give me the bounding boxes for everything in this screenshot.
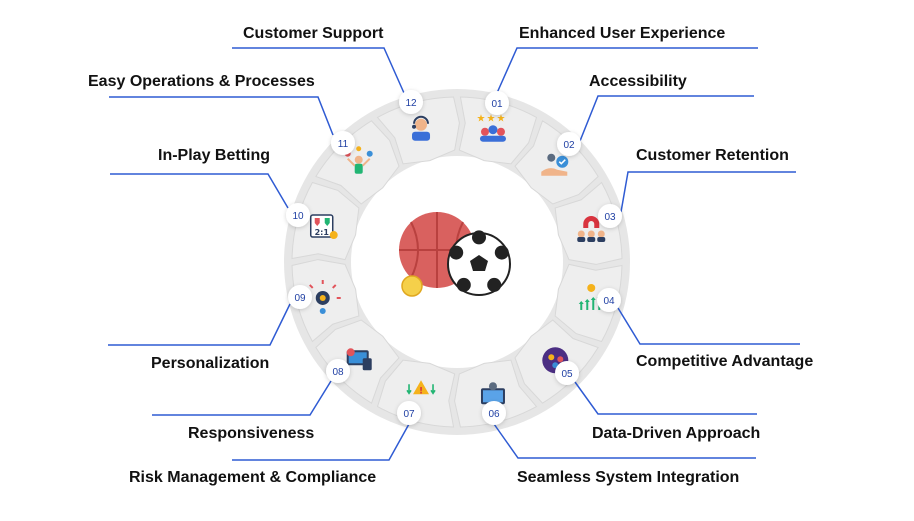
leader-line-11 bbox=[109, 96, 334, 136]
number-badge-08: 08 bbox=[326, 359, 350, 383]
svg-text:!: ! bbox=[419, 386, 423, 396]
number-badge-11: 11 bbox=[331, 131, 355, 155]
basketball-seams bbox=[399, 212, 475, 288]
hand-user-check-icon bbox=[541, 153, 569, 176]
label-06: Seamless System Integration bbox=[517, 469, 740, 486]
number-badge-10: 10 bbox=[286, 203, 310, 227]
number-badge-01: 01 bbox=[485, 91, 509, 115]
juggling-person-icon bbox=[344, 146, 373, 174]
badge-number: 06 bbox=[488, 409, 500, 420]
number-badge-12: 12 bbox=[399, 90, 423, 114]
leader-line-04 bbox=[617, 307, 800, 345]
number-badge-03: 03 bbox=[598, 204, 622, 228]
soccer-patch bbox=[487, 277, 502, 292]
badge-number: 07 bbox=[403, 409, 415, 420]
number-badge-09: 09 bbox=[288, 285, 312, 309]
badge-number: 10 bbox=[292, 211, 304, 222]
label-03: Customer Retention bbox=[636, 147, 789, 164]
number-badge-04: 04 bbox=[597, 288, 621, 312]
leader-line-01 bbox=[496, 47, 758, 94]
badge-number: 09 bbox=[294, 293, 306, 304]
warning-arrows-icon: ! bbox=[406, 380, 436, 396]
leader-line-02 bbox=[579, 95, 754, 142]
label-08: Responsiveness bbox=[188, 425, 315, 442]
svg-text:★: ★ bbox=[496, 114, 505, 125]
responsive-screens-icon bbox=[346, 348, 372, 371]
soccer-patch bbox=[472, 230, 486, 245]
segment-12 bbox=[376, 96, 460, 165]
leader-line-07 bbox=[232, 423, 410, 461]
leader-line-05 bbox=[574, 381, 757, 415]
leader-line-10 bbox=[110, 173, 289, 209]
badge-number: 04 bbox=[603, 296, 615, 307]
svg-text:★: ★ bbox=[486, 114, 495, 125]
soccer-patch bbox=[456, 277, 471, 292]
badge-number: 02 bbox=[563, 140, 575, 151]
label-01: Enhanced User Experience bbox=[519, 25, 726, 42]
label-05: Data-Driven Approach bbox=[592, 425, 761, 442]
tennis-ball bbox=[401, 275, 423, 297]
number-badge-05: 05 bbox=[555, 361, 579, 385]
leader-line-09 bbox=[108, 303, 291, 346]
leader-line-08 bbox=[152, 380, 332, 416]
leader-line-12 bbox=[232, 47, 405, 94]
support-agent-icon bbox=[412, 115, 431, 141]
segment-04 bbox=[554, 263, 623, 343]
monitor-gear-icon bbox=[480, 382, 505, 409]
magnet-customers-icon bbox=[577, 216, 606, 243]
badge-number: 11 bbox=[338, 139, 349, 150]
leader-line-03 bbox=[620, 171, 796, 213]
leader-line-06 bbox=[493, 423, 756, 459]
badge-number: 05 bbox=[561, 369, 573, 380]
label-11: Easy Operations & Processes bbox=[88, 73, 315, 90]
label-04: Competitive Advantage bbox=[636, 353, 814, 370]
sports-balls-icon bbox=[399, 212, 511, 297]
label-09: Personalization bbox=[151, 355, 270, 372]
label-10: In-Play Betting bbox=[158, 147, 271, 164]
label-07: Risk Management & Compliance bbox=[129, 469, 377, 486]
number-badge-06: 06 bbox=[482, 401, 506, 425]
soccer-patch bbox=[449, 245, 464, 260]
label-02: Accessibility bbox=[589, 73, 687, 90]
segment-03 bbox=[554, 181, 623, 265]
badge-number: 01 bbox=[491, 99, 503, 110]
soccer-pentagon bbox=[470, 255, 488, 271]
scoreboard-icon: 2:1 bbox=[309, 214, 338, 240]
svg-text:★: ★ bbox=[476, 114, 485, 125]
number-badge-02: 02 bbox=[557, 132, 581, 156]
svg-text:2:1: 2:1 bbox=[315, 228, 330, 237]
number-badge-07: 07 bbox=[397, 401, 421, 425]
badge-number: 12 bbox=[405, 98, 417, 109]
badge-number: 03 bbox=[604, 212, 616, 223]
soccer-patch bbox=[494, 245, 509, 260]
label-12: Customer Support bbox=[243, 25, 384, 42]
badge-number: 08 bbox=[332, 367, 344, 378]
rating-people-icon: ★★★ bbox=[476, 114, 506, 142]
